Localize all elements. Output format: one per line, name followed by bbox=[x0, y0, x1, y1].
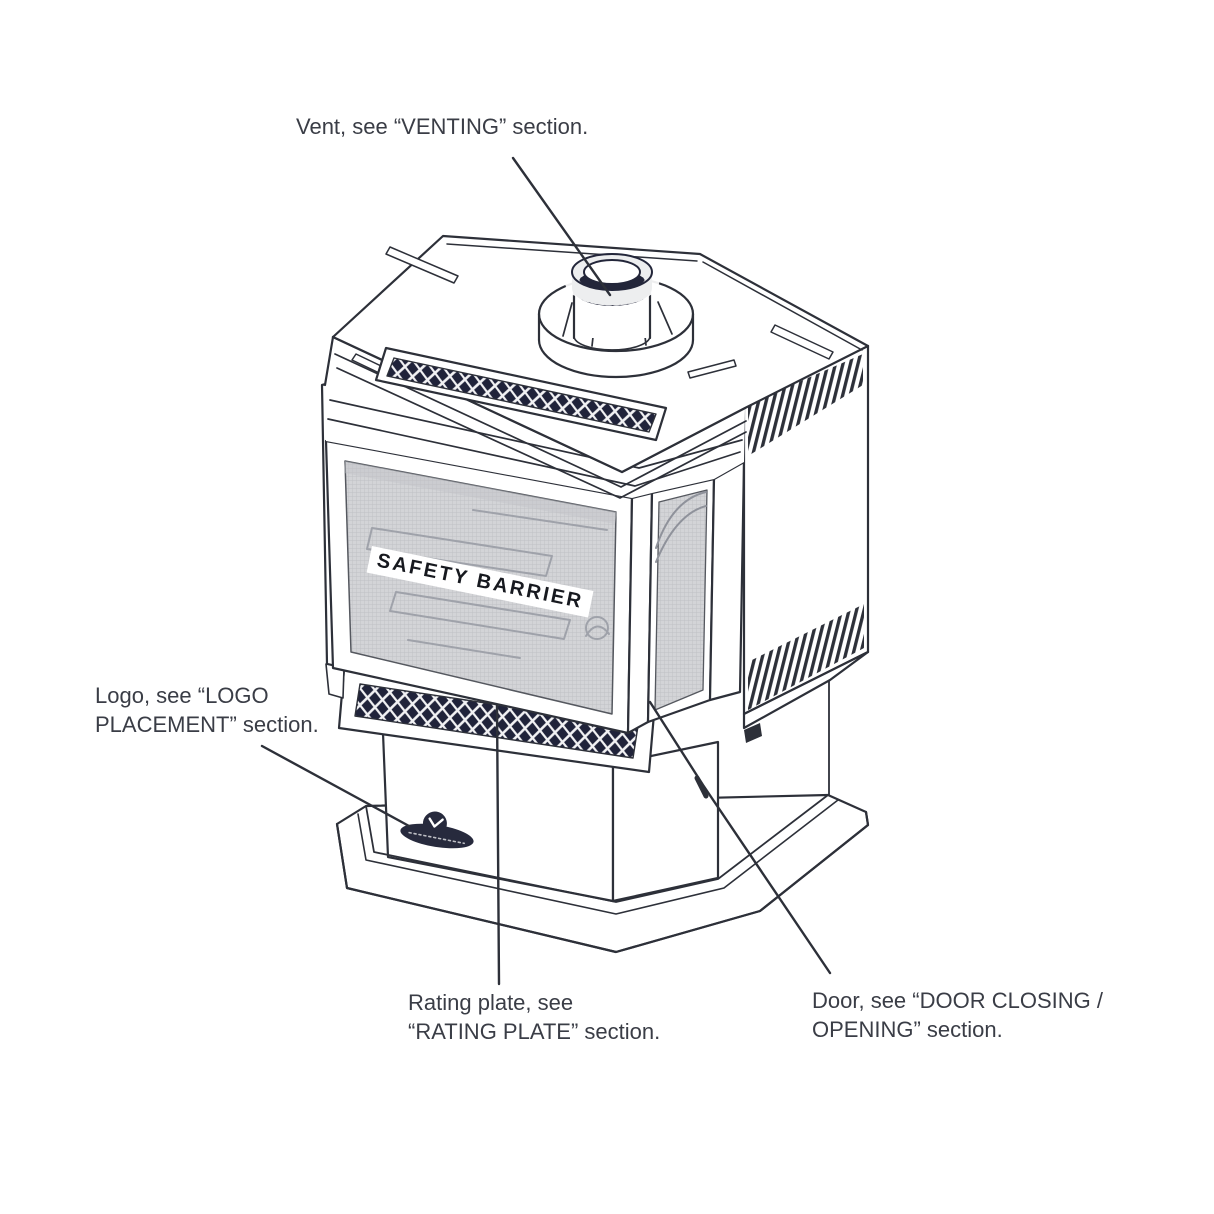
top-panel bbox=[331, 234, 870, 474]
rating-plate-label-line2: “RATING PLATE” section. bbox=[408, 1019, 661, 1044]
side-panel bbox=[742, 344, 870, 743]
door-glass bbox=[646, 477, 716, 724]
logo-label-line2: PLACEMENT” section. bbox=[95, 712, 319, 737]
vent-label-text: Vent, see “VENTING” section. bbox=[296, 114, 589, 139]
door-label: Door, see “DOOR CLOSING / OPENING” secti… bbox=[812, 986, 1103, 1044]
side-louvers-bottom bbox=[748, 604, 864, 710]
logo-plate bbox=[400, 811, 474, 849]
logo-label: Logo, see “LOGO PLACEMENT” section. bbox=[95, 681, 319, 739]
door-label-line1: Door, see “DOOR CLOSING / bbox=[812, 988, 1103, 1013]
logo-leader-line bbox=[260, 744, 411, 828]
vent-ribbed-ring bbox=[564, 253, 660, 306]
side-louvers-top bbox=[748, 354, 863, 456]
door-label-line2: OPENING” section. bbox=[812, 1017, 1003, 1042]
vent-leader-line bbox=[511, 156, 612, 297]
plinth-top-rim bbox=[365, 794, 829, 903]
rating-plate-label: Rating plate, see “RATING PLATE” section… bbox=[408, 988, 660, 1046]
top-grille bbox=[374, 346, 668, 442]
rating-plate-label-line1: Rating plate, see bbox=[408, 990, 574, 1015]
door-leader-tick bbox=[694, 775, 709, 799]
vent-collar bbox=[537, 253, 695, 379]
logo-label-line1: Logo, see “LOGO bbox=[95, 683, 269, 708]
rating-plate-leader-line bbox=[495, 703, 501, 986]
vent-label: Vent, see “VENTING” section. bbox=[296, 112, 588, 141]
